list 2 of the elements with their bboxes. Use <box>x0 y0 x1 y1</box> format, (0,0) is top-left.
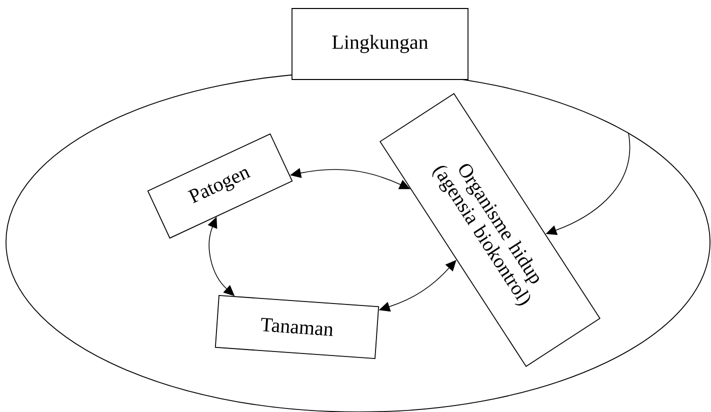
process-box: Tanaman <box>214 295 380 359</box>
label-box: Lingkungan <box>292 8 468 80</box>
